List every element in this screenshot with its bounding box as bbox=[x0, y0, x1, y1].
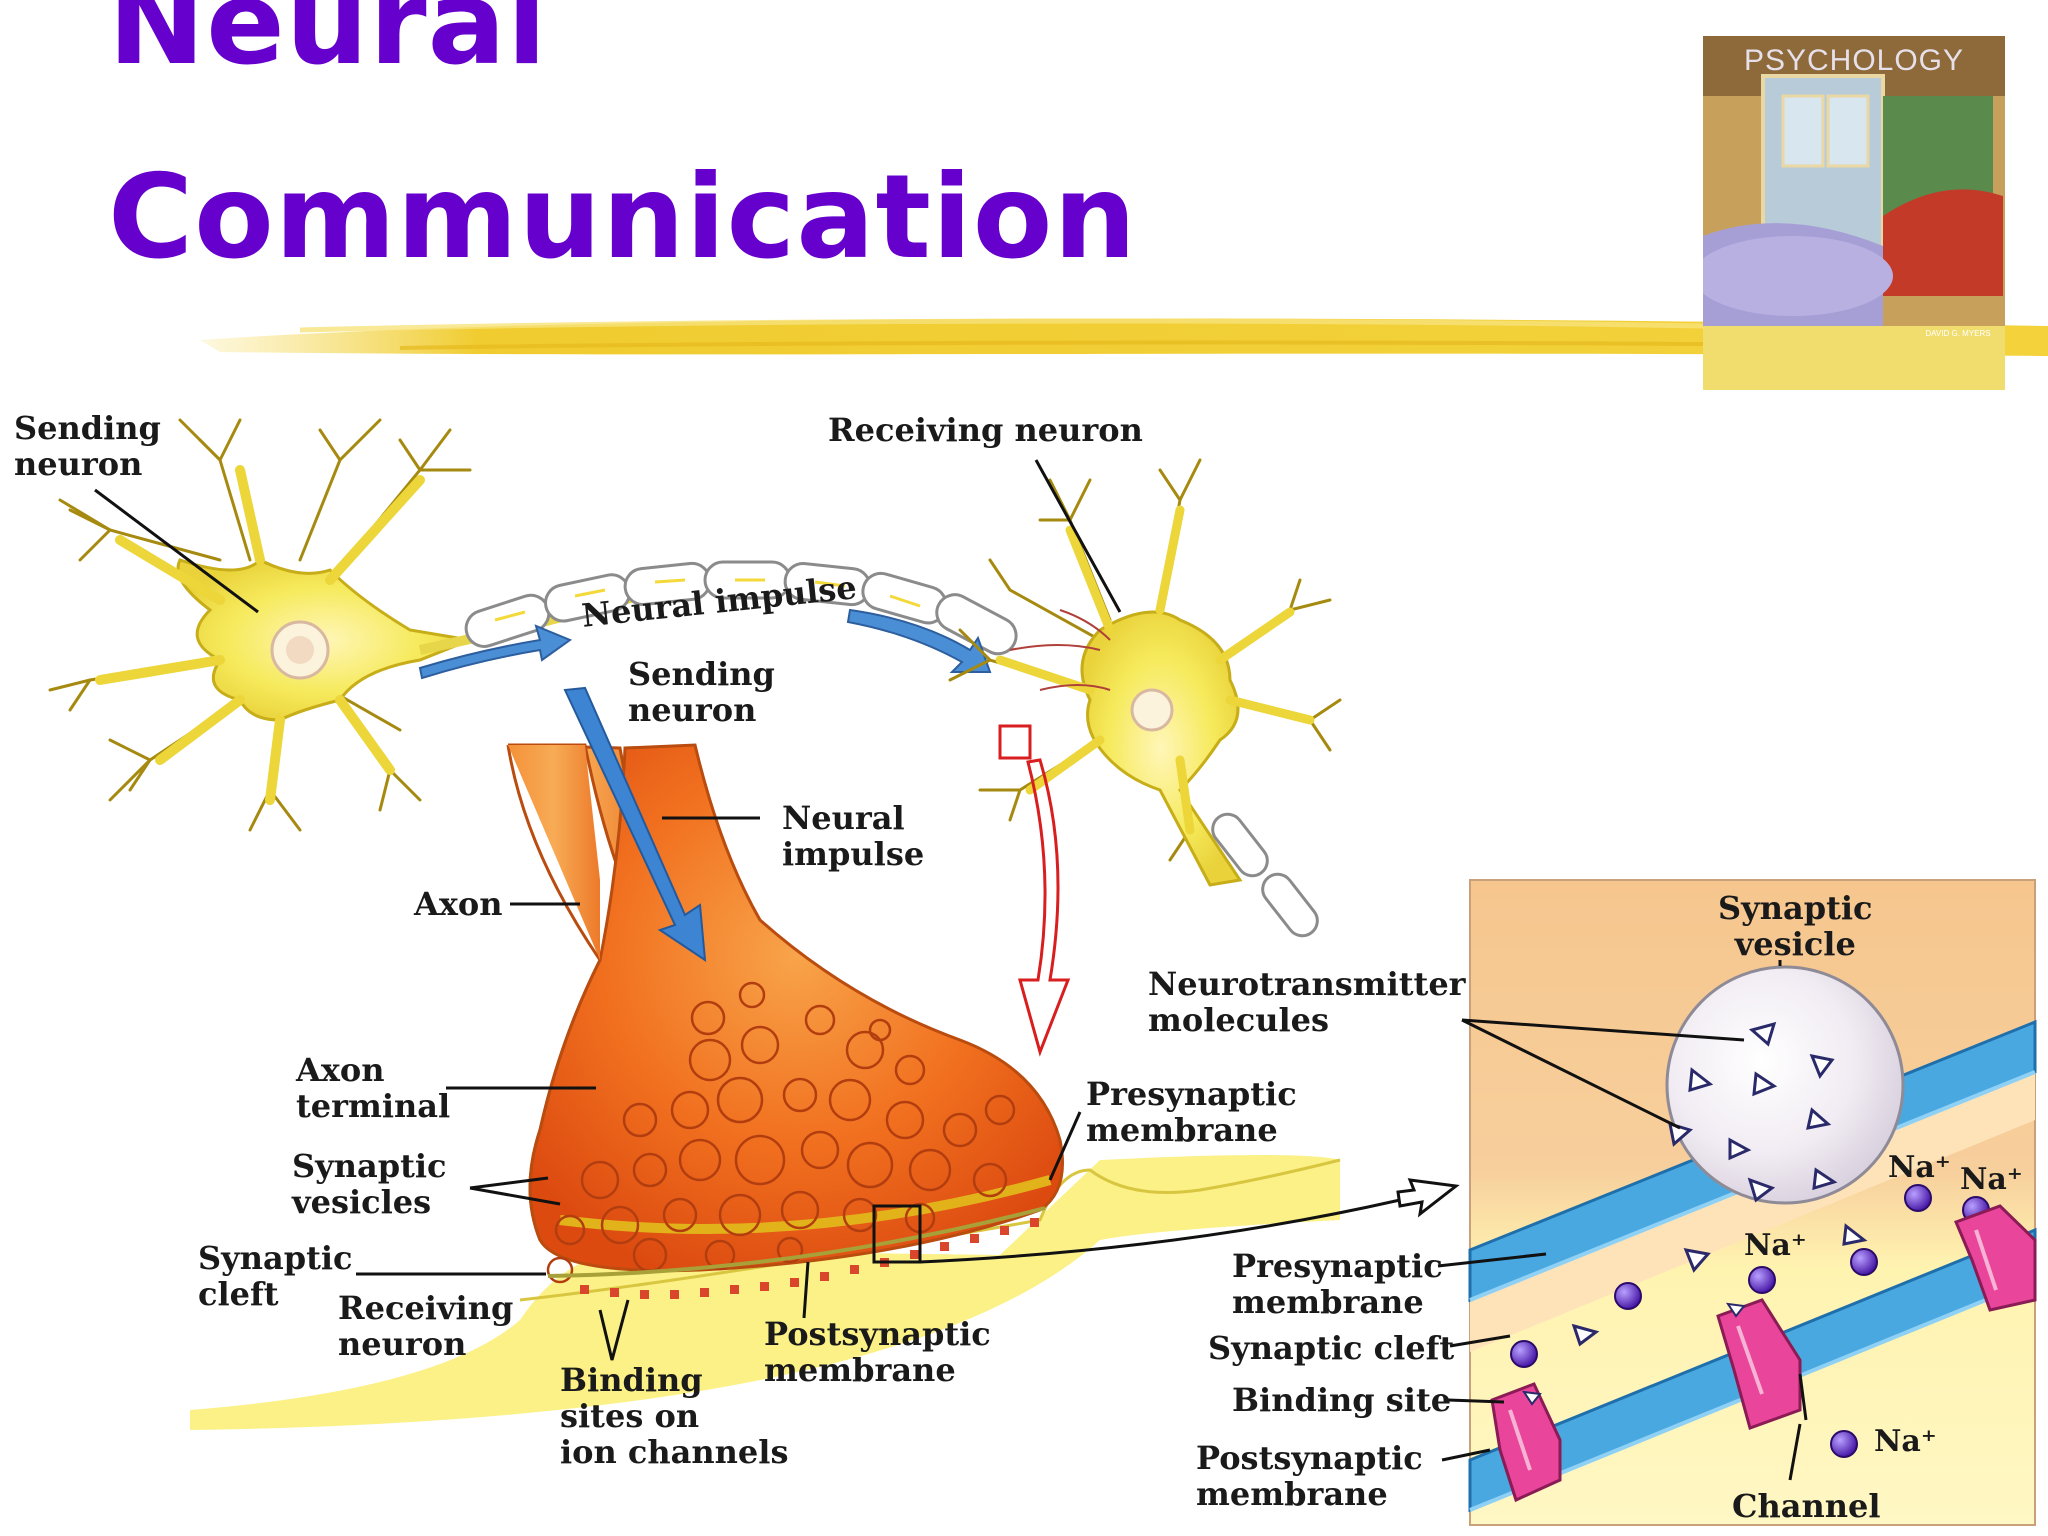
receiving-neuron-cell bbox=[948, 458, 1342, 938]
inset-label-neurotransmitter: Neurotransmitter molecules bbox=[1148, 965, 1466, 1039]
synapse-inset bbox=[1437, 879, 2037, 1526]
zoom-box-cleft bbox=[872, 1204, 922, 1264]
myelinated-axon bbox=[418, 560, 1018, 656]
inset-label-presynaptic-membrane: Presynaptic membrane bbox=[1232, 1247, 1443, 1321]
zoom-arrow-red bbox=[1018, 758, 1071, 1057]
label-axon-terminal: Axon terminal bbox=[296, 1051, 451, 1125]
inset-label-channel: Channel bbox=[1732, 1487, 1881, 1525]
leader-lines-middle bbox=[356, 816, 1082, 1361]
inset-label-synaptic-vesicle: Synaptic vesicle bbox=[1718, 889, 1873, 963]
title-line-1: Neural bbox=[108, 0, 548, 91]
receiving-neuron-yellow-body bbox=[190, 1155, 1341, 1430]
label-synaptic-cleft: Synaptic cleft bbox=[198, 1239, 353, 1313]
impulse-arrow-axon bbox=[563, 686, 707, 962]
impulse-arrow-left bbox=[418, 624, 573, 680]
inset-ion-label-1: Na⁺ bbox=[1888, 1150, 1951, 1185]
label-presynaptic-membrane: Presynaptic membrane bbox=[1086, 1075, 1297, 1149]
label-receiving-neuron-top: Receiving neuron bbox=[828, 411, 1143, 449]
zoom-arrow-inset-head bbox=[1396, 1178, 1460, 1218]
highlighter-stroke bbox=[200, 318, 2048, 356]
inset-ion-label-3: Na⁺ bbox=[1744, 1228, 1807, 1263]
title-line-2: Communication bbox=[108, 150, 1138, 285]
inset-label-postsynaptic-membrane: Postsynaptic membrane bbox=[1196, 1439, 1423, 1513]
zoom-arrow-inset bbox=[919, 1198, 1401, 1264]
label-sending-neuron-mid: Sending neuron bbox=[628, 655, 775, 729]
inset-label-binding-site: Binding site bbox=[1232, 1381, 1452, 1419]
book-title: PSYCHOLOGY bbox=[1744, 44, 1964, 77]
inset-label-synaptic-cleft: Synaptic cleft bbox=[1208, 1329, 1455, 1367]
impulse-arrow-right bbox=[846, 608, 992, 673]
psychology-book-cover: PSYCHOLOGY DAVID G. MYERS bbox=[1703, 36, 2005, 390]
label-synaptic-vesicles: Synaptic vesicles bbox=[292, 1147, 447, 1221]
inset-ion-label-2: Na⁺ bbox=[1960, 1162, 2023, 1197]
label-sending-neuron-top: Sending neuron bbox=[14, 409, 161, 483]
label-neural-impulse: Neural impulse bbox=[782, 799, 925, 873]
label-binding-sites: Binding sites on ion channels bbox=[560, 1361, 789, 1471]
sending-neuron-cell bbox=[48, 418, 476, 832]
label-postsynaptic-membrane: Postsynaptic membrane bbox=[764, 1315, 991, 1389]
leader-lines-top bbox=[94, 459, 1122, 614]
book-author: DAVID G. MYERS bbox=[1925, 329, 1990, 338]
inset-ion-label-4: Na⁺ bbox=[1874, 1424, 1937, 1459]
label-receiving-neuron-bottom: Receiving neuron bbox=[338, 1289, 514, 1363]
label-axon: Axon bbox=[414, 885, 503, 923]
zoom-box-small bbox=[998, 724, 1032, 760]
